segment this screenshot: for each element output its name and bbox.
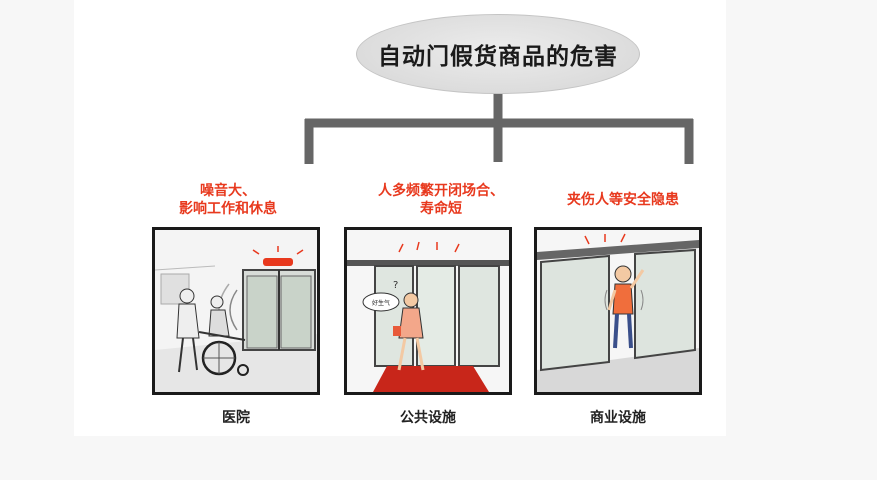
trapped-person-icon bbox=[607, 265, 645, 349]
panel-hospital bbox=[152, 227, 320, 395]
root-title: 自动门假货商品的危害 bbox=[378, 44, 618, 70]
speech-bubble-text: 好生气 bbox=[372, 299, 390, 307]
svg-text:?: ? bbox=[393, 280, 398, 291]
caption-line: 噪音大、 bbox=[200, 183, 256, 199]
panel-label-commercial: 商业设施 bbox=[590, 410, 646, 426]
panel-public: 好生气 ? bbox=[344, 227, 512, 395]
tree-connectors bbox=[304, 92, 694, 164]
panel-label-public: 公共设施 bbox=[400, 410, 456, 426]
red-carpet-icon bbox=[373, 366, 489, 392]
alarm-light-icon bbox=[252, 246, 304, 266]
caption-line: 夹伤人等安全隐患 bbox=[567, 192, 679, 208]
caption-commercial: 夹伤人等安全隐患 bbox=[540, 191, 706, 209]
diagram-canvas: 自动门假货商品的危害 噪音大、 影响工作和休息 人多频繁开闭场合、 寿命短 夹伤… bbox=[74, 0, 726, 436]
panel-label-hospital: 医院 bbox=[222, 410, 250, 426]
root-node: 自动门假货商品的危害 bbox=[356, 14, 640, 94]
caption-hospital: 噪音大、 影响工作和休息 bbox=[158, 182, 298, 218]
panel-commercial bbox=[534, 227, 702, 395]
caption-line: 寿命短 bbox=[420, 201, 462, 217]
wheelchair-icon bbox=[198, 295, 249, 376]
caption-line: 影响工作和休息 bbox=[179, 201, 277, 217]
caption-public: 人多频繁开闭场合、 寿命短 bbox=[356, 182, 526, 218]
caption-line: 人多频繁开闭场合、 bbox=[378, 183, 504, 199]
